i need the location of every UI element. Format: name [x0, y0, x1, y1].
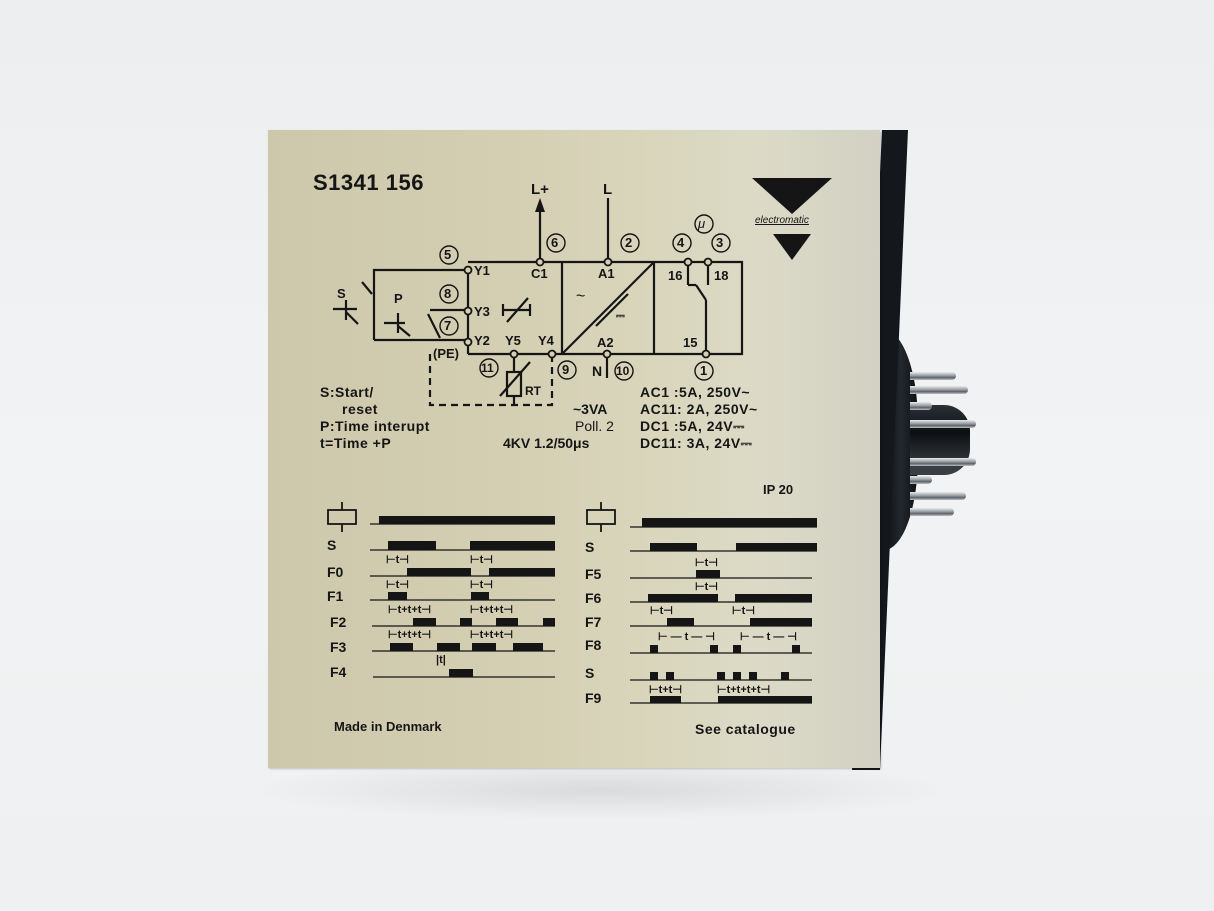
- terminal-3: 3: [716, 235, 724, 250]
- spec-dc11: DC11: 3A, 24V⎓: [640, 435, 753, 451]
- right-row-f6: F6: [585, 590, 602, 606]
- right-row-s2: S: [585, 665, 595, 681]
- t-mark-f2b: ⊢t+t+t⊣: [470, 604, 514, 616]
- t-mark-f9b: ⊢t+t+t+t⊣: [717, 684, 771, 696]
- mu-symbol: μ: [698, 216, 706, 231]
- t-mark-f9a: ⊢t+t⊣: [649, 684, 682, 696]
- left-row-f1: F1: [327, 588, 344, 604]
- left-row-s: S: [327, 537, 337, 553]
- t-mark-f7a: ⊢t⊣: [650, 605, 673, 617]
- brand-name: electromatic: [755, 215, 809, 226]
- right-row-s: S: [585, 539, 595, 555]
- legend-start: S:Start/: [320, 384, 374, 400]
- terminal-1: 1: [700, 363, 708, 378]
- t-mark-f5: ⊢t⊣: [695, 557, 718, 569]
- contact-18: 18: [714, 268, 729, 283]
- pe-label: (PE): [433, 346, 459, 361]
- left-row-f0: F0: [327, 564, 344, 580]
- legend-reset: reset: [342, 401, 378, 417]
- right-row-f9: F9: [585, 690, 602, 706]
- connector-pin: [910, 476, 932, 484]
- terminal-11: 11: [481, 361, 494, 375]
- t-mark-f2a: ⊢t+t+t⊣: [388, 604, 432, 616]
- t-mark-f6: ⊢t⊣: [695, 581, 718, 593]
- right-row-f8: F8: [585, 637, 602, 653]
- supply-l-plus: L+: [531, 181, 549, 198]
- pin-c1: C1: [531, 266, 548, 281]
- supply-l: L: [603, 181, 613, 198]
- brand-logo-top: [752, 178, 832, 214]
- t-mark-f3b: ⊢t+t+t⊣: [470, 629, 514, 641]
- terminal-4: 4: [677, 235, 685, 250]
- pin-y3: Y3: [474, 304, 490, 319]
- spec-ac11: AC11: 2A, 250V~: [640, 401, 758, 417]
- connector-pin: [910, 402, 932, 410]
- t-mark-f7b: ⊢t⊣: [732, 605, 755, 617]
- terminal-5: 5: [444, 247, 452, 262]
- left-row-f4: F4: [330, 664, 347, 680]
- t-mark-f4: |t|: [436, 654, 446, 666]
- switch-p-label: P: [394, 291, 403, 306]
- contact-16: 16: [668, 268, 683, 283]
- terminal-6: 6: [551, 235, 559, 250]
- ip-rating: IP 20: [763, 482, 794, 497]
- model-number: S1341 156: [313, 170, 424, 195]
- pin-a1: A1: [598, 266, 615, 281]
- connector-pin: [910, 492, 966, 500]
- t-mark-f8a: ⊢—t—⊣: [658, 631, 718, 643]
- pin-y2: Y2: [474, 333, 490, 348]
- spec-power: ~3VA: [573, 401, 608, 417]
- terminal-8: 8: [444, 286, 452, 301]
- rt-label: RT: [525, 384, 541, 398]
- left-row-f2: F2: [330, 614, 347, 630]
- made-in-label: Made in Denmark: [334, 719, 442, 734]
- t-mark-f0a: ⊢t⊣: [386, 554, 409, 566]
- legend-time-interrupt: P:Time interupt: [320, 418, 430, 434]
- connector-pin: [910, 372, 956, 380]
- terminal-7: 7: [444, 318, 452, 333]
- spec-pollution: Poll. 2: [575, 418, 614, 434]
- dc-symbol: ⎓: [616, 310, 625, 322]
- brand-logo-bottom: [773, 234, 811, 260]
- t-mark-f1b: ⊢t⊣: [470, 579, 493, 591]
- terminal-9: 9: [562, 362, 570, 377]
- t-mark-f0b: ⊢t⊣: [470, 554, 493, 566]
- connector-pin: [910, 508, 954, 516]
- table-shadow: [250, 760, 950, 820]
- legend-time: t=Time +P: [320, 435, 392, 451]
- connector-pin: [910, 458, 976, 466]
- t-mark-f1a: ⊢t⊣: [386, 579, 409, 591]
- ac-symbol: ~: [576, 288, 586, 305]
- supply-n: N: [592, 363, 603, 379]
- pin-y4: Y4: [538, 333, 554, 348]
- right-row-f5: F5: [585, 566, 602, 582]
- pin-a2: A2: [597, 335, 614, 350]
- spec-impulse: 4KV 1.2/50μs: [503, 435, 590, 451]
- contact-15: 15: [683, 335, 698, 350]
- right-row-f7: F7: [585, 614, 602, 630]
- see-catalogue-label: See catalogue: [695, 721, 796, 737]
- spec-ac1: AC1 :5A, 250V~: [640, 384, 751, 400]
- terminal-10: 10: [616, 364, 630, 378]
- t-mark-f8b: ⊢—t—⊣: [740, 631, 800, 643]
- left-row-f3: F3: [330, 639, 347, 655]
- terminal-2: 2: [625, 235, 633, 250]
- pin-y5: Y5: [505, 333, 521, 348]
- connector-pin: [910, 386, 968, 394]
- connector-pin: [910, 420, 976, 428]
- pin-y1: Y1: [474, 263, 490, 278]
- switch-s-label: S: [337, 286, 346, 301]
- spec-dc1: DC1 :5A, 24V⎓: [640, 418, 745, 434]
- t-mark-f3a: ⊢t+t+t⊣: [388, 629, 432, 641]
